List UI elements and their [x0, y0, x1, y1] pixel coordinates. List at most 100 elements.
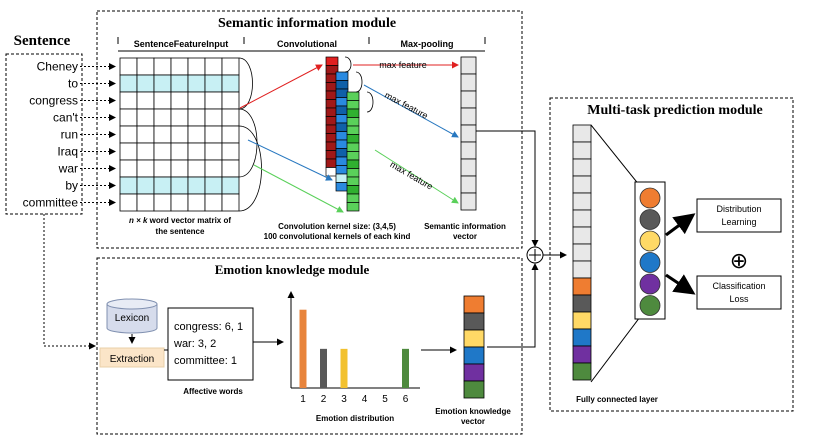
sentence-word: committee: [23, 196, 79, 210]
matrix-cell: [119, 159, 138, 178]
emotion-vector-cell: [463, 312, 485, 331]
feature-map-cell: [335, 88, 349, 98]
extraction-box: [99, 347, 165, 368]
matrix-cell: [204, 193, 223, 212]
matrix-cell: [119, 193, 138, 212]
semantic-vector-cell: [460, 107, 477, 126]
feature-map-cell: [346, 117, 360, 127]
semantic-information-vector: [460, 56, 477, 211]
fc-layer-cell: [572, 294, 592, 313]
sentence-word: congress: [29, 94, 78, 108]
feature-map-cell: [346, 125, 360, 135]
affective-word-line: committee: 1: [174, 355, 237, 367]
multitask-module-box: [549, 97, 794, 412]
semantic-vector-cell: [460, 141, 477, 160]
distribution-caption: Emotion distribution: [316, 414, 394, 423]
matrix-cell: [221, 125, 240, 144]
fc-layer-cell: [572, 209, 592, 228]
max-feature-label: max feature: [388, 159, 434, 191]
matrix-cell: [136, 193, 155, 212]
max-feature-label: max feature: [383, 90, 430, 121]
semantic-to-concat-line: [476, 130, 539, 247]
word-vector-matrix: [119, 57, 240, 212]
distribution-learning-line1: Distribution: [716, 204, 761, 214]
classification-loss-line1: Classification: [712, 281, 765, 291]
feature-map-cell: [346, 100, 360, 110]
feature-map-cell: [346, 142, 360, 152]
feature-map-cell: [335, 156, 349, 166]
matrix-cell: [119, 57, 138, 76]
feature-map-cell: [335, 131, 349, 141]
emotion-module-title: Emotion knowledge module: [215, 262, 370, 277]
semantic-vector-caption-line2: vector: [453, 232, 477, 241]
feature-map-cell: [346, 91, 360, 101]
emotion-knowledge-vector: [463, 295, 485, 399]
feature-map-cell: [346, 168, 360, 178]
max-brace: [366, 91, 374, 113]
matrix-cell: [187, 142, 206, 161]
extraction-label: Extraction: [110, 354, 154, 365]
matrix-caption-line2: the sentence: [156, 227, 205, 236]
max-feature-arrow: [374, 149, 459, 204]
fc-layer-cell: [572, 277, 592, 296]
fc-layer-cell: [572, 345, 592, 364]
feature-map-cell: [346, 134, 360, 144]
semantic-vector-caption-line1: Semantic information: [424, 222, 506, 231]
semantic-vector-cell: [460, 73, 477, 92]
matrix-cell: [170, 159, 189, 178]
conv-arrow-green: [253, 164, 344, 213]
output-emotion-circle: [639, 252, 661, 273]
matrix-cell: [153, 91, 172, 110]
distribution-bar: [340, 348, 348, 388]
convolution-feature-maps: [325, 56, 360, 212]
semantic-module-title: Semantic information module: [218, 16, 396, 31]
feature-map-cell: [335, 173, 349, 183]
matrix-cell: [170, 108, 189, 127]
multitask-module-title: Multi-task prediction module: [587, 103, 763, 118]
multitask-plus-symbol: ⊕: [730, 248, 748, 273]
distribution-tick-label: 2: [321, 394, 327, 405]
fc-layer-cell: [572, 243, 592, 262]
matrix-cell: [136, 57, 155, 76]
fc-layer-cell: [572, 362, 592, 381]
matrix-caption: n × k word vector matrix of: [129, 216, 231, 225]
matrix-cell: [153, 142, 172, 161]
distribution-tick-label: 3: [341, 394, 347, 405]
matrix-cell: [187, 57, 206, 76]
lexicon-label: Lexicon: [115, 313, 149, 324]
matrix-cell: [204, 91, 223, 110]
distribution-tick-label: 6: [403, 394, 409, 405]
affective-word-line: congress: 6, 1: [174, 321, 243, 333]
matrix-cell: [221, 74, 240, 93]
kernel-brace: [238, 57, 253, 110]
feature-map-cell: [335, 71, 349, 81]
sentence-word-list: Cheneytocongresscan'trunIraqwarbycommitt…: [23, 60, 79, 210]
matrix-cell: [204, 57, 223, 76]
matrix-cell: [136, 159, 155, 178]
feature-map-cell: [346, 108, 360, 118]
sentence-word: by: [65, 179, 78, 193]
fc-to-output-line-top: [590, 124, 641, 187]
matrix-cell: [187, 108, 206, 127]
matrix-cell: [119, 74, 138, 93]
feature-map-cell: [335, 139, 349, 149]
matrix-cell: [221, 176, 240, 195]
matrix-cell: [170, 176, 189, 195]
matrix-cell: [136, 91, 155, 110]
distribution-tick-label: 5: [382, 394, 388, 405]
matrix-cell: [170, 125, 189, 144]
semantic-vector-cell: [460, 192, 477, 211]
distribution-learning-box: [696, 198, 782, 233]
matrix-cell: [187, 74, 206, 93]
matrix-cell: [153, 125, 172, 144]
matrix-cell: [187, 193, 206, 212]
matrix-cell: [221, 108, 240, 127]
feature-map-cell: [335, 105, 349, 115]
feature-map-cell: [346, 185, 360, 195]
matrix-cell: [153, 57, 172, 76]
feature-map-cell: [335, 182, 349, 192]
max-brace: [355, 71, 363, 93]
matrix-cell: [221, 193, 240, 212]
matrix-cell: [153, 176, 172, 195]
